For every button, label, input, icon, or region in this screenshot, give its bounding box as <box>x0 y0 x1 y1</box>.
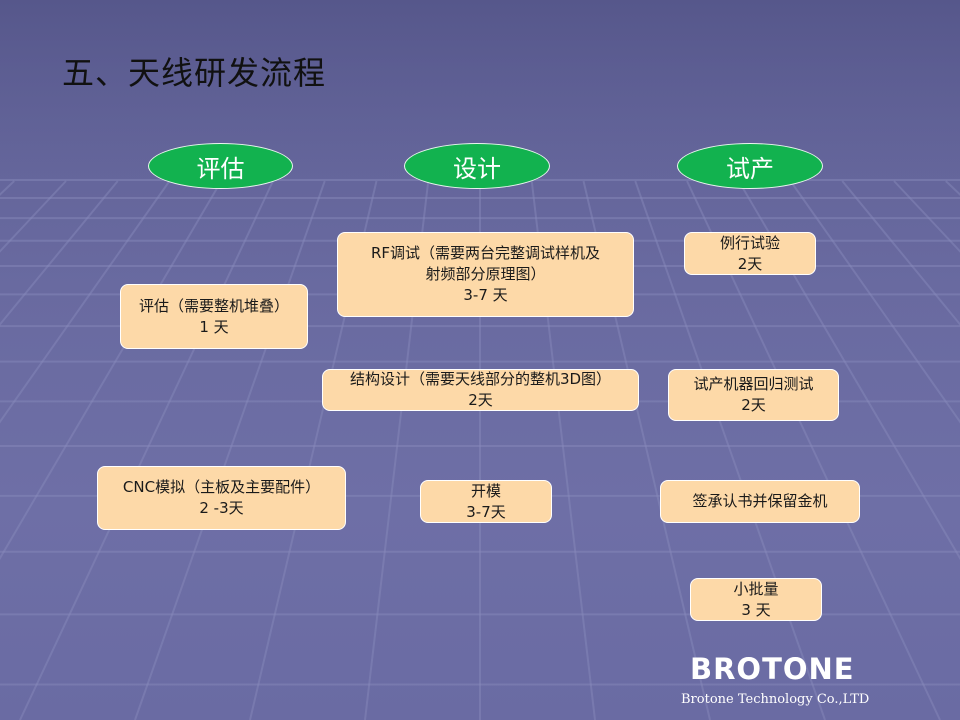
step-label: CNC模拟（主板及主要配件） <box>122 478 321 496</box>
phase-evaluate: 评估 <box>148 143 293 189</box>
step-duration: 3-7天 <box>466 502 506 521</box>
page-title: 五、天线研发流程 <box>62 54 327 92</box>
step-duration: 3 天 <box>741 600 771 619</box>
structure-design-box: 结构设计（需要天线部分的整机3D图） 2天 <box>322 369 639 411</box>
step-label: 射频部分原理图） <box>425 265 546 283</box>
step-duration: 2天 <box>737 254 763 273</box>
step-label: 例行试验 <box>719 233 780 252</box>
cnc-simulation-box: CNC模拟（主板及主要配件） 2 -3天 <box>97 466 346 530</box>
step-label: 试产机器回归测试 <box>693 375 814 393</box>
step-duration: 2天 <box>468 391 493 409</box>
routine-test-box: 例行试验 2天 <box>684 232 816 275</box>
step-duration: 2 -3天 <box>199 499 244 517</box>
regression-test-box: 试产机器回归测试 2天 <box>668 369 839 421</box>
rf-tuning-box: RF调试（需要两台完整调试样机及 射频部分原理图） 3-7 天 <box>337 232 634 317</box>
step-duration: 3-7 天 <box>463 286 508 304</box>
step-duration: 1 天 <box>199 317 229 336</box>
mold-opening-box: 开模 3-7天 <box>420 480 552 523</box>
company-name: Brotone Technology Co.,LTD <box>681 692 870 707</box>
phase-design: 设计 <box>404 143 550 189</box>
step-duration: 2天 <box>741 396 766 414</box>
step-label: 评估（需要整机堆叠） <box>138 296 289 315</box>
phase-trial: 试产 <box>677 143 823 189</box>
approval-sign-box: 签承认书并保留金机 <box>660 480 860 523</box>
step-label: RF调试（需要两台完整调试样机及 <box>370 244 601 262</box>
step-label: 签承认书并保留金机 <box>692 492 828 510</box>
evaluate-step-box: 评估（需要整机堆叠） 1 天 <box>120 284 308 349</box>
brand-logo: BROTONE <box>690 652 855 686</box>
small-batch-box: 小批量 3 天 <box>690 578 822 621</box>
step-label: 结构设计（需要天线部分的整机3D图） <box>349 370 612 388</box>
step-label: 开模 <box>470 481 501 500</box>
step-label: 小批量 <box>733 579 779 598</box>
